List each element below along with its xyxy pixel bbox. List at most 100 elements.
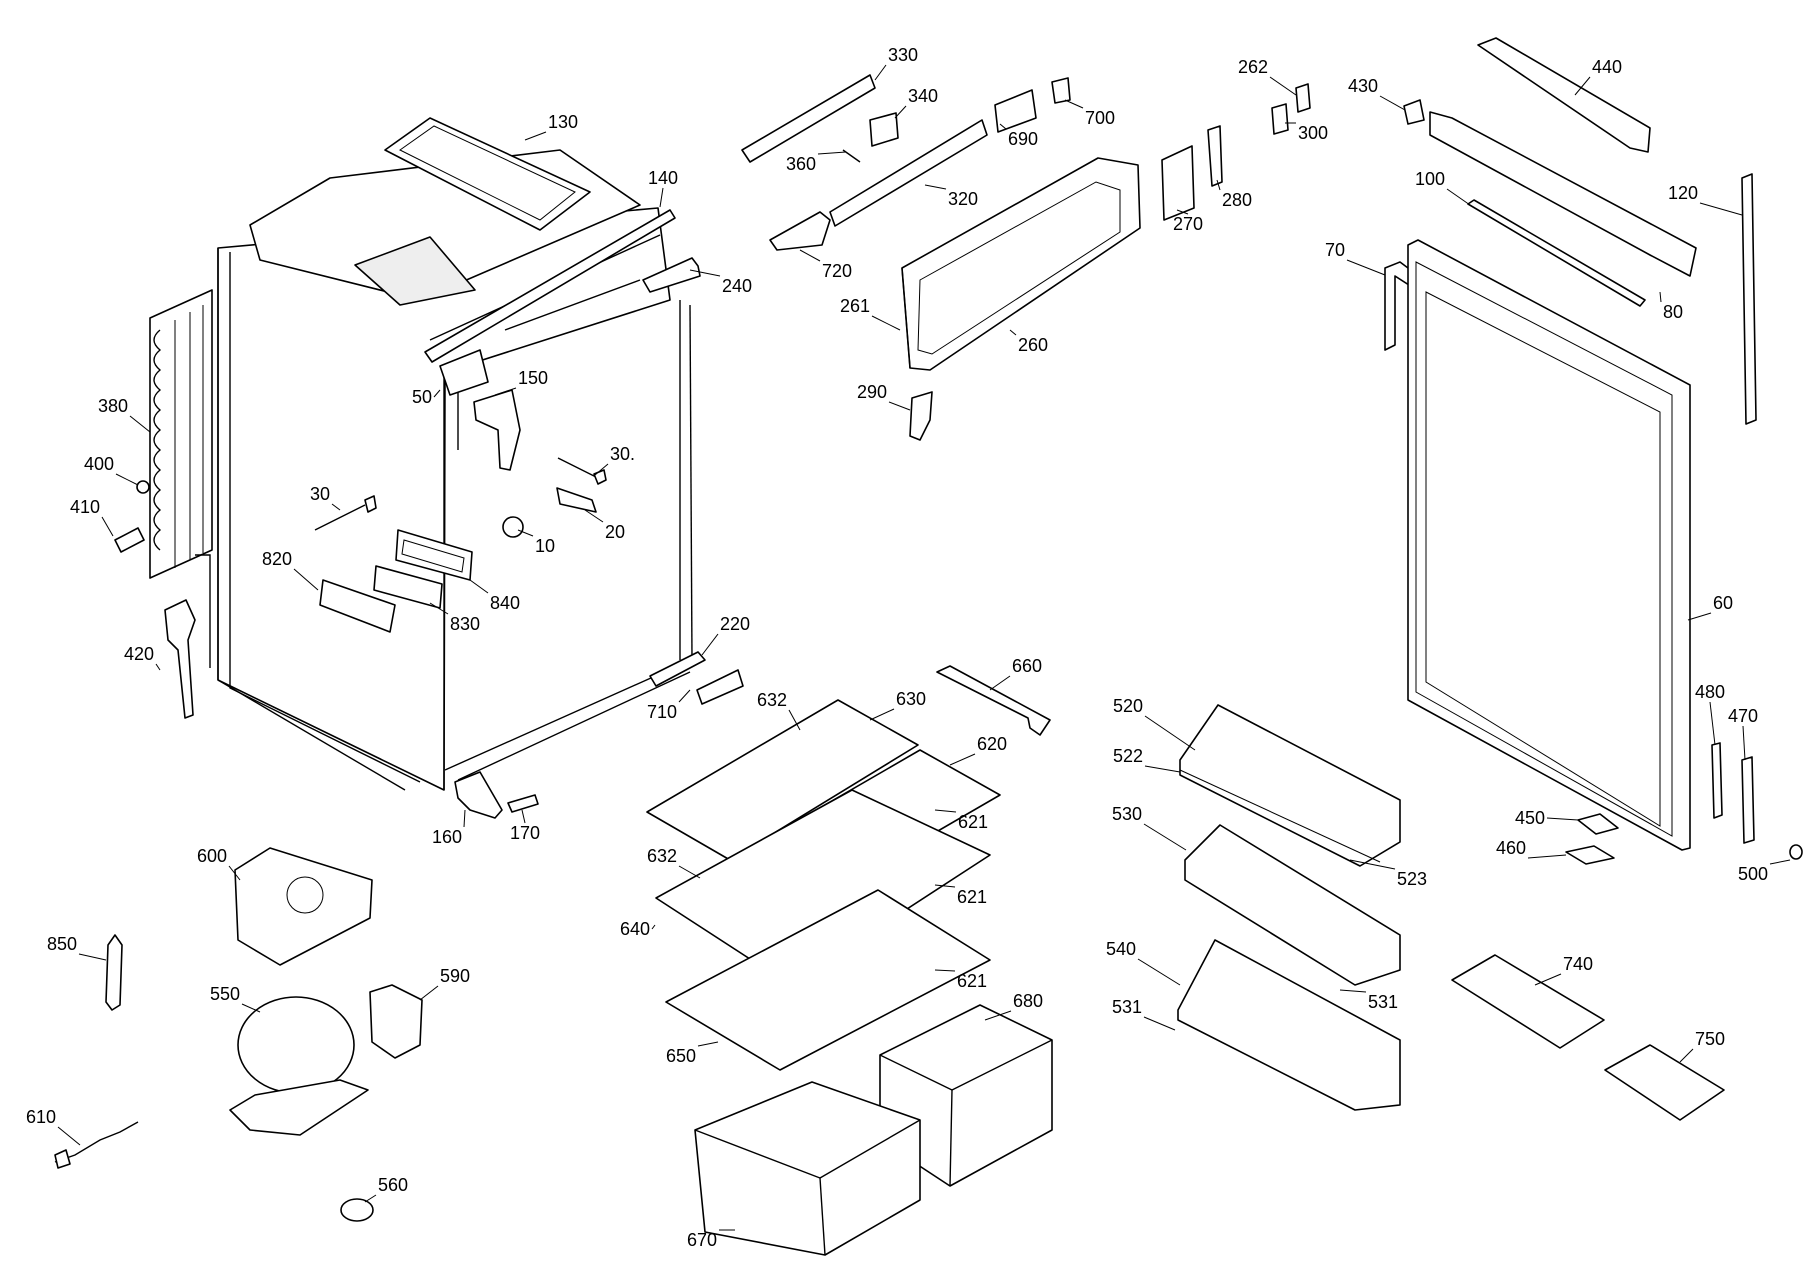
label-300: 300 bbox=[1298, 123, 1328, 143]
leader-330 bbox=[874, 64, 887, 81]
leader-630 bbox=[869, 708, 895, 721]
leader-450 bbox=[1546, 817, 1579, 821]
part-540-bin bbox=[1177, 939, 1401, 1111]
leader-440 bbox=[1574, 76, 1591, 96]
label-820: 820 bbox=[262, 549, 292, 569]
leader-680 bbox=[984, 1010, 1012, 1021]
leader-523 bbox=[1349, 859, 1396, 870]
label-261: 261 bbox=[840, 296, 870, 316]
label-340: 340 bbox=[908, 86, 938, 106]
label-450: 450 bbox=[1515, 808, 1545, 828]
label-262: 262 bbox=[1238, 57, 1268, 77]
part-430-clip bbox=[1403, 99, 1425, 125]
part-20-switch bbox=[556, 487, 597, 513]
leader-100 bbox=[1446, 188, 1471, 206]
label-100: 100 bbox=[1415, 169, 1445, 189]
part-290-latch bbox=[909, 391, 933, 441]
part-850-filter bbox=[105, 934, 123, 1011]
part-590-relay bbox=[369, 984, 423, 1059]
part-450-hinge bbox=[1577, 813, 1619, 835]
leader-720 bbox=[799, 249, 821, 262]
leader-80 bbox=[1659, 291, 1662, 303]
leader-150 bbox=[494, 387, 517, 396]
label-130: 130 bbox=[548, 112, 578, 132]
leader-240 bbox=[689, 269, 721, 277]
label-650: 650 bbox=[666, 1046, 696, 1066]
leader-380 bbox=[129, 415, 151, 433]
part-610-cable bbox=[54, 1121, 139, 1169]
label-240: 240 bbox=[722, 276, 752, 296]
label-630: 630 bbox=[896, 689, 926, 709]
label-840: 840 bbox=[490, 593, 520, 613]
part-640-shelf bbox=[655, 789, 991, 986]
part-170-cap bbox=[507, 794, 539, 813]
part-520-bin bbox=[1179, 704, 1401, 867]
label-590: 590 bbox=[440, 966, 470, 986]
leader-410 bbox=[101, 516, 114, 537]
label-410: 410 bbox=[70, 497, 100, 517]
part-220-clip bbox=[649, 651, 706, 687]
leader-600 bbox=[228, 865, 241, 881]
leader-750 bbox=[1679, 1048, 1694, 1063]
part-660-rail bbox=[936, 665, 1051, 736]
part-130-top-tray bbox=[384, 117, 591, 231]
label-400: 400 bbox=[84, 454, 114, 474]
label-50: 50 bbox=[412, 387, 432, 407]
part-140-rail bbox=[424, 209, 676, 363]
leader-690 bbox=[999, 123, 1007, 130]
part-690-cover bbox=[994, 89, 1037, 133]
part-750-icetray bbox=[1604, 1044, 1725, 1121]
label-440: 440 bbox=[1592, 57, 1622, 77]
leader-50 bbox=[433, 389, 441, 398]
part-650-shelf bbox=[665, 889, 991, 1071]
leader-360 bbox=[817, 151, 847, 155]
part-820-cover bbox=[319, 579, 396, 633]
part-260-door bbox=[901, 157, 1141, 371]
part-150-bracket bbox=[473, 389, 521, 471]
label-850: 850 bbox=[47, 934, 77, 954]
leader-261 bbox=[871, 315, 901, 331]
leader-660 bbox=[989, 675, 1011, 691]
label-150: 150 bbox=[518, 368, 548, 388]
part-410-sleeve bbox=[114, 527, 145, 553]
part-262-clip bbox=[1295, 83, 1311, 113]
leader-621a bbox=[934, 809, 957, 813]
leader-120 bbox=[1699, 202, 1743, 216]
leader-430 bbox=[1379, 95, 1406, 111]
part-280-hinge bbox=[1207, 125, 1223, 187]
label-120: 120 bbox=[1668, 183, 1698, 203]
leader-420 bbox=[155, 663, 161, 671]
label-160: 160 bbox=[432, 827, 462, 847]
part-720-clip bbox=[769, 211, 831, 251]
label-632b: 632 bbox=[647, 846, 677, 866]
leader-632a bbox=[788, 709, 801, 731]
leader-500 bbox=[1769, 859, 1791, 865]
leader-60 bbox=[1687, 612, 1712, 621]
label-750: 750 bbox=[1695, 1029, 1725, 1049]
label-621c: 621 bbox=[957, 971, 987, 991]
part-460-hinge bbox=[1565, 845, 1615, 865]
leader-170 bbox=[521, 809, 526, 824]
part-30-screw-left bbox=[314, 495, 377, 531]
label-10: 10 bbox=[535, 536, 555, 556]
label-170: 170 bbox=[510, 823, 540, 843]
part-740-icetray bbox=[1451, 954, 1605, 1049]
part-270-cover bbox=[1161, 145, 1195, 221]
leader-262 bbox=[1269, 76, 1297, 96]
part-160-hinge bbox=[454, 771, 503, 819]
leader-550 bbox=[241, 1003, 261, 1013]
part-240-clip bbox=[642, 257, 701, 293]
leader-640 bbox=[651, 924, 656, 930]
label-430: 430 bbox=[1348, 76, 1378, 96]
leader-621c bbox=[934, 969, 956, 972]
leader-530 bbox=[1143, 823, 1187, 851]
label-550: 550 bbox=[210, 984, 240, 1004]
label-270: 270 bbox=[1173, 214, 1203, 234]
label-740: 740 bbox=[1563, 954, 1593, 974]
label-540: 540 bbox=[1106, 939, 1136, 959]
part-500-cap bbox=[1789, 844, 1803, 860]
part-600-fan bbox=[234, 847, 373, 966]
leader-540 bbox=[1137, 958, 1181, 986]
part-710-clip bbox=[696, 669, 744, 705]
